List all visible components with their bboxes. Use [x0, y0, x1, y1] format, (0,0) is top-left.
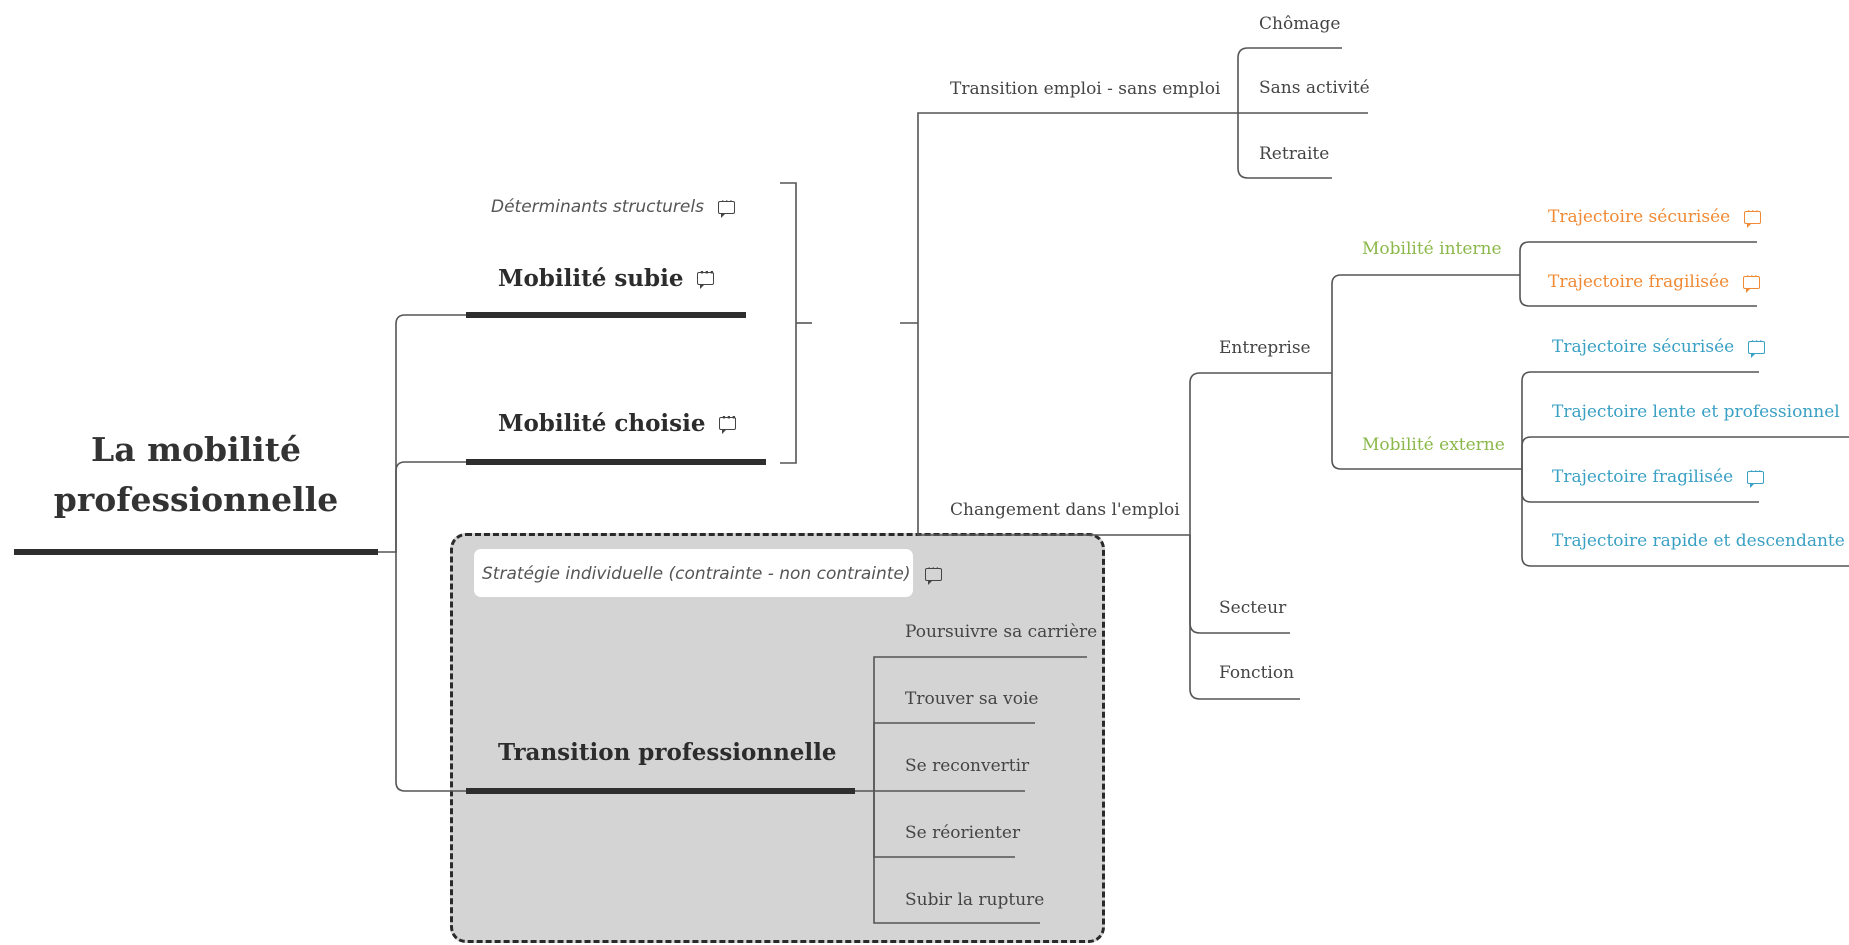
topic-se-reorienter[interactable]: Se réorienter — [905, 822, 1020, 844]
topic-interne-trajectoire-fragilisee-label: Trajectoire fragilisée — [1548, 271, 1730, 292]
topic-fonction[interactable]: Fonction — [1219, 662, 1294, 684]
topic-subir-rupture[interactable]: Subir la rupture — [905, 889, 1044, 911]
summary-strategie-box — [474, 549, 913, 597]
summary-determinants[interactable]: Déterminants structurels — [491, 196, 735, 218]
topic-mobilite-subie[interactable]: Mobilité subie — [498, 263, 715, 293]
topic-mobilite-externe-label: Mobilité externe — [1362, 434, 1505, 455]
topic-sans-activite-label: Sans activité — [1259, 77, 1370, 98]
topic-trouver-voie-label: Trouver sa voie — [905, 688, 1039, 709]
root-topic-label: La mobilité professionnelle — [53, 430, 339, 519]
topic-mobilite-interne[interactable]: Mobilité interne — [1362, 238, 1502, 260]
topic-mobilite-subie-label: Mobilité subie — [498, 264, 684, 292]
topic-entreprise[interactable]: Entreprise — [1219, 337, 1311, 359]
topic-se-reorienter-label: Se réorienter — [905, 822, 1021, 843]
topic-externe-trajectoire-securisee-label: Trajectoire sécurisée — [1552, 336, 1735, 357]
topic-externe-trajectoire-fragilisee-label: Trajectoire fragilisée — [1552, 466, 1734, 487]
topic-chomage[interactable]: Chômage — [1259, 13, 1340, 35]
topic-se-reconvertir[interactable]: Se reconvertir — [905, 755, 1029, 777]
topic-externe-trajectoire-rapide[interactable]: Trajectoire rapide et descendante — [1552, 530, 1849, 552]
topic-externe-trajectoire-rapide-label: Trajectoire rapide et descendante — [1552, 530, 1845, 551]
summary-strategie-label: Stratégie individuelle (contrainte - non… — [482, 563, 911, 584]
topic-externe-trajectoire-lente[interactable]: Trajectoire lente et professionnel — [1552, 401, 1849, 423]
note-icon[interactable] — [924, 563, 942, 585]
topic-externe-trajectoire-securisee[interactable]: Trajectoire sécurisée — [1552, 336, 1766, 358]
topic-transition-professionnelle-label: Transition professionnelle — [498, 738, 837, 766]
topic-retraite-label: Retraite — [1259, 143, 1330, 164]
topic-interne-trajectoire-fragilisee[interactable]: Trajectoire fragilisée — [1548, 271, 1761, 293]
topic-trouver-voie[interactable]: Trouver sa voie — [905, 688, 1038, 710]
topic-externe-trajectoire-fragilisee[interactable]: Trajectoire fragilisée — [1552, 466, 1765, 488]
topic-mobilite-externe[interactable]: Mobilité externe — [1362, 434, 1505, 456]
topic-chomage-label: Chômage — [1259, 13, 1341, 34]
topic-subir-rupture-label: Subir la rupture — [905, 889, 1045, 910]
topic-transition-professionnelle[interactable]: Transition professionnelle — [498, 737, 837, 767]
topic-se-reconvertir-label: Se reconvertir — [905, 755, 1030, 776]
topic-poursuivre-carriere[interactable]: Poursuivre sa carrière — [905, 621, 1097, 643]
note-icon[interactable] — [1748, 336, 1766, 358]
topic-interne-trajectoire-securisee-label: Trajectoire sécurisée — [1548, 206, 1731, 227]
note-icon[interactable] — [1743, 271, 1761, 293]
topic-changement-emploi[interactable]: Changement dans l'emploi — [950, 499, 1180, 521]
topic-fonction-label: Fonction — [1219, 662, 1295, 683]
topic-mobilite-choisie-label: Mobilité choisie — [498, 409, 706, 437]
topic-transition-emploi-label: Transition emploi - sans emploi — [950, 78, 1221, 99]
topic-interne-trajectoire-securisee[interactable]: Trajectoire sécurisée — [1548, 206, 1762, 228]
root-topic[interactable]: La mobilité professionnelle — [16, 425, 376, 525]
topic-retraite[interactable]: Retraite — [1259, 143, 1329, 165]
topic-secteur[interactable]: Secteur — [1219, 597, 1286, 619]
topic-sans-activite[interactable]: Sans activité — [1259, 77, 1370, 99]
topic-secteur-label: Secteur — [1219, 597, 1287, 618]
note-icon[interactable] — [697, 267, 715, 289]
boundary-transition-professionnelle[interactable] — [450, 533, 1105, 943]
note-icon[interactable] — [719, 412, 737, 434]
topic-externe-trajectoire-lente-label: Trajectoire lente et professionnel — [1552, 401, 1840, 422]
topic-entreprise-label: Entreprise — [1219, 337, 1311, 358]
topic-mobilite-choisie[interactable]: Mobilité choisie — [498, 408, 737, 438]
note-icon[interactable] — [1747, 466, 1765, 488]
summary-determinants-label: Déterminants structurels — [491, 196, 704, 217]
summary-strategie[interactable]: Stratégie individuelle (contrainte - non… — [482, 563, 942, 585]
note-icon[interactable] — [1744, 206, 1762, 228]
topic-poursuivre-carriere-label: Poursuivre sa carrière — [905, 621, 1098, 642]
topic-changement-emploi-label: Changement dans l'emploi — [950, 499, 1180, 520]
topic-mobilite-interne-label: Mobilité interne — [1362, 238, 1502, 259]
note-icon[interactable] — [717, 196, 735, 218]
topic-transition-emploi[interactable]: Transition emploi - sans emploi — [950, 78, 1220, 100]
